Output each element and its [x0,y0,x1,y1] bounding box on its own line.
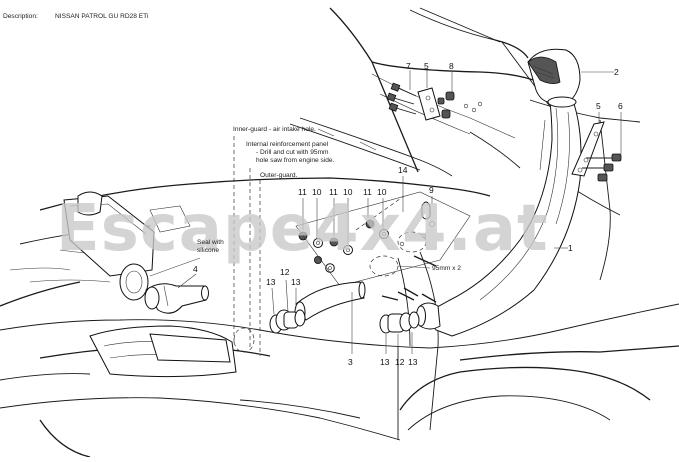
pillar-bracket-hardware [571,121,622,182]
callout-13-c: 13 [380,357,390,367]
note-hole-size: 95mm x 2 [432,265,461,272]
callout-9: 9 [429,185,434,195]
description-value: NISSAN PATROL GU RD28 ETi [55,13,149,20]
airbox [63,191,155,301]
callout-13-d: 13 [408,357,418,367]
drill-hole-markers [233,231,431,353]
callout-10-b: 10 [343,187,353,197]
part-3-intake-hose [294,281,366,323]
callout-5-top: 5 [424,61,429,71]
guard-hardware [295,191,471,303]
callout-13-a: 13 [266,277,276,287]
windscreen-bracket-hardware [386,82,483,121]
callout-10-a: 10 [312,187,322,197]
note-seal-line-1: Seal with [197,239,224,246]
installation-notes: Inner-guard - air intake hole. Internal … [197,126,461,272]
callout-11-a: 11 [298,187,307,197]
callout-6: 6 [618,101,623,111]
note-seal-line-2: silicone [197,247,219,254]
callout-12-right: 12 [395,357,405,367]
callout-4: 4 [193,264,198,274]
note-outer-guard: Outer-guard. [260,172,298,179]
callout-7: 7 [406,61,411,71]
callout-12-left: 12 [280,267,290,277]
part-4-elbow-hose [144,283,209,314]
note-reinforcement-line-3: hole saw from engine side. [256,157,335,164]
watermark-logo: Escape4x4.at [56,192,549,266]
part-1-snorkel-body [416,89,582,337]
callout-11-b: 11 [329,187,338,197]
callout-8: 8 [449,61,454,71]
callout-13-b: 13 [291,277,301,287]
note-reinforcement-line-1: Internal reinforcement panel [246,141,329,148]
callout-1: 1 [568,243,573,253]
note-inner-guard: Inner-guard - air intake hole. [233,126,316,133]
hose-clamps-left [269,309,306,334]
description-label: Description: [3,13,38,20]
callout-2: 2 [614,67,619,77]
callout-10-c: 10 [377,187,387,197]
leader-lines [149,70,622,356]
callout-11-c: 11 [363,187,372,197]
callout-numbers: 2 1 7 5 8 5 6 11 10 11 10 11 10 14 9 4 1… [193,61,623,367]
callout-5-pillar: 5 [596,101,601,111]
callout-14: 14 [398,165,408,175]
hose-clamps-right [379,311,420,334]
callout-3: 3 [348,357,353,367]
note-reinforcement-line-2: - Drill and cut with 95mm [256,149,329,156]
part-2-snorkel-head [527,48,581,108]
